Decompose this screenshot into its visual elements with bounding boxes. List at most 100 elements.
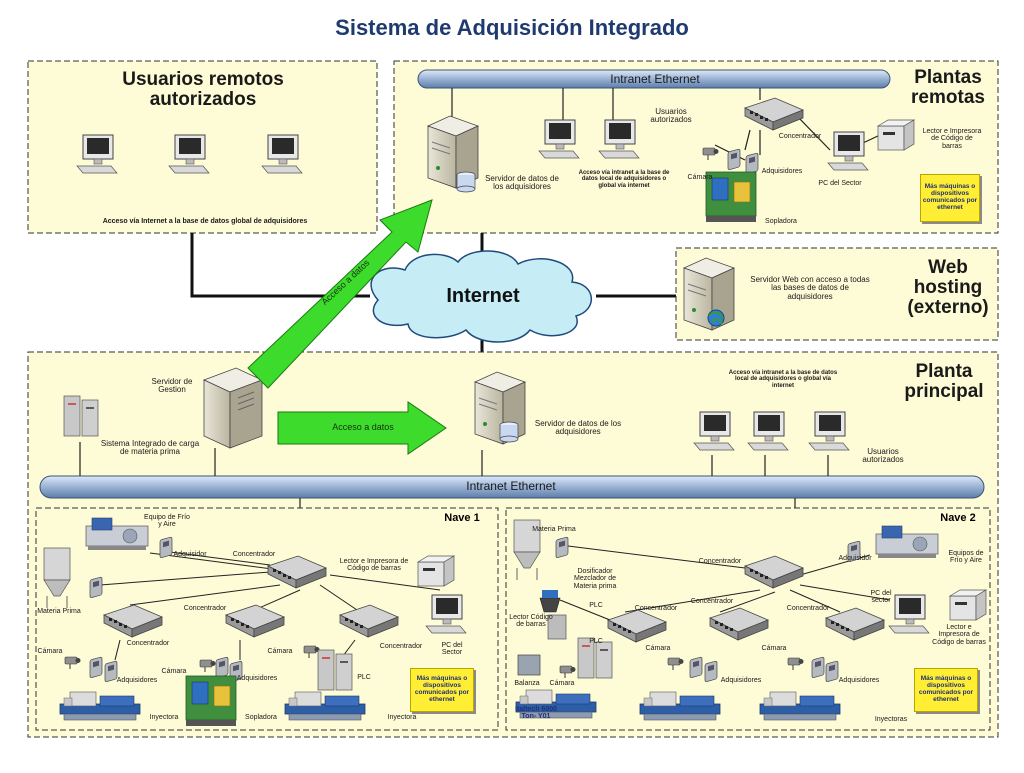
management-server-label: Servidor de Gestion bbox=[151, 377, 193, 395]
nave2-acquirers-1-label: Adquisidores bbox=[720, 677, 762, 684]
main-ethernet-label: Intranet Ethernet bbox=[466, 479, 556, 493]
remote-plant-cables bbox=[451, 88, 881, 161]
nave1-concentrator-3-label: Concentrador bbox=[126, 640, 170, 647]
nave1-concentrator-label: Concentrador bbox=[232, 551, 276, 558]
remote-plant-pc-label: PC del Sector bbox=[818, 180, 862, 187]
remote-plant-users-label: Usuarios autorizados bbox=[650, 107, 692, 125]
nave2-machine-label: Italtech 6000 Ton- Y01 bbox=[514, 706, 558, 721]
remote-pc-3 bbox=[261, 134, 303, 174]
nave2-scale-label: Balanza bbox=[514, 680, 540, 687]
remote-plant-acq-1 bbox=[727, 148, 741, 171]
main-plant-pc-1 bbox=[693, 411, 735, 451]
nave1-camera-2-label: Cámara bbox=[161, 668, 187, 675]
nave1-injector-1 bbox=[59, 691, 141, 721]
nave2-heading: Nave 2 bbox=[940, 512, 976, 524]
nave2-acquirers-2-label: Adquisidores bbox=[838, 677, 880, 684]
nave2-doser bbox=[539, 590, 561, 613]
nave2-camera-1-label: Cámara bbox=[549, 680, 575, 687]
nave2-injector-2 bbox=[759, 691, 841, 721]
access-arrow-label: Acceso a datos bbox=[332, 422, 394, 432]
nave2-acq-1 bbox=[689, 656, 703, 679]
remote-plant-access-note: Acceso vía intranet a la base de datos l… bbox=[578, 170, 670, 189]
nave2-reader-1-label: Lector Código de barras bbox=[509, 614, 553, 629]
nave1-raw-material-label: Materia Prima bbox=[37, 608, 81, 615]
main-ethernet-bus bbox=[39, 475, 985, 499]
main-plant-disk bbox=[499, 421, 519, 443]
remote-plant-printer bbox=[877, 119, 915, 151]
nave2-acq-3 bbox=[811, 656, 825, 679]
nave2-more-note: Más máquinas o dispositivos comunicados … bbox=[914, 668, 978, 712]
nave2-injector-1 bbox=[639, 691, 721, 721]
nave1-camera-1-label: Cámara bbox=[37, 648, 63, 655]
nave1-printer bbox=[417, 555, 455, 587]
nave2-plc-1-label: PLC bbox=[589, 602, 603, 609]
nave1-raw-acquirer bbox=[89, 576, 103, 599]
up-access-arrow bbox=[247, 199, 433, 389]
nave2-cold-equipment-label: Equipos de Frío y Aire bbox=[948, 550, 984, 565]
management-server bbox=[202, 367, 264, 449]
internet-cloud bbox=[370, 250, 593, 343]
nave2-printer bbox=[949, 589, 987, 621]
remote-plant-camera-label: Cámara bbox=[687, 174, 713, 181]
remote-plant-reader-label: Lector e Impresora de Código de barras bbox=[922, 128, 982, 150]
nave2-camera-3-label: Cámara bbox=[761, 645, 787, 652]
nave1-camera-3-label: Cámara bbox=[267, 648, 293, 655]
nave1-injector-1-label: Inyectora bbox=[149, 714, 179, 721]
nave2-scale bbox=[517, 654, 541, 676]
page-title: Sistema de Adquisición Integrado bbox=[335, 15, 689, 40]
load-system-label: Sistema Integrado de carga de materia pr… bbox=[100, 439, 200, 457]
main-plant-users-label: Usuarios autorizados bbox=[862, 447, 904, 465]
nave2-concentrator-3-label: Concentrador bbox=[690, 598, 734, 605]
remote-ethernet-label: Intranet Ethernet bbox=[610, 72, 700, 86]
nave1-heading: Nave 1 bbox=[444, 512, 480, 524]
nave1-acq-1 bbox=[89, 656, 103, 679]
main-plant-pc-2 bbox=[747, 411, 789, 451]
nave2-concentrator-label: Concentrador bbox=[698, 558, 742, 565]
nave2-raw-acquirer bbox=[555, 536, 569, 559]
nave1-reader-label: Lector e Impresora de Código de barras bbox=[339, 558, 409, 573]
nave2-raw-material-label: Materia Prima bbox=[532, 526, 576, 533]
nave1-blower-label: Sopladora bbox=[245, 714, 277, 721]
remote-plant-pc-2 bbox=[598, 119, 640, 159]
nave2-doser-label: Dosificador Mezclador de Materia prima bbox=[573, 568, 617, 590]
access-arrow bbox=[277, 401, 447, 455]
nave2-plc-2-label: PLC bbox=[589, 638, 603, 645]
nave2-reader-2-label: Lector e Impresora de Código de barras bbox=[932, 624, 986, 646]
nave1-injector-2 bbox=[284, 691, 366, 721]
nave1-acquirers-2-label: Adquisidores bbox=[236, 675, 278, 682]
nave1-sector-pc bbox=[425, 594, 467, 634]
remote-plant-blower-label: Sopladora bbox=[765, 218, 797, 225]
main-plant-access-note: Acceso vía intranet a la base de datos l… bbox=[728, 370, 838, 389]
remote-users-caption: Acceso vía Internet a la base de datos g… bbox=[102, 218, 308, 225]
nave1-injector-2-label: Inyectora bbox=[387, 714, 417, 721]
remote-plant-disk bbox=[456, 171, 476, 193]
remote-plant-acquirers-label: Adquisidores bbox=[761, 168, 803, 175]
remote-plants-heading: Plantas remotas bbox=[911, 67, 985, 108]
remote-plant-more-note: Más máquinas o dispositivos comunicados … bbox=[920, 174, 980, 222]
remote-plant-sector-pc bbox=[827, 131, 869, 171]
remote-ethernet-bus bbox=[417, 69, 891, 89]
remote-pc-2 bbox=[168, 134, 210, 174]
remote-users-heading: Usuarios remotos autorizados bbox=[122, 69, 284, 110]
nave1-plc-label: PLC bbox=[357, 674, 371, 681]
nave2-pc-label: PC del sector bbox=[870, 590, 892, 605]
nave1-concentrator-2-label: Concentrador bbox=[183, 605, 227, 612]
remote-pc-1 bbox=[76, 134, 118, 174]
internet-label: Internet bbox=[446, 285, 520, 307]
nave2-acquirer-label: Adquisidor bbox=[838, 555, 872, 562]
nave1-pc-label: PC del Sector bbox=[441, 642, 463, 657]
nave1-blower bbox=[185, 675, 237, 727]
nave2-concentrator-4-label: Concentrador bbox=[786, 605, 830, 612]
nave1-acquirers-1-label: Adquisidores bbox=[116, 677, 158, 684]
nave1-cold-equipment-label: Equipo de Frío y Aire bbox=[144, 514, 190, 529]
nave2-cables bbox=[559, 544, 891, 621]
nave1-concentrator-4-label: Concentrador bbox=[379, 643, 423, 650]
nave2-injectors-label: Inyectoras bbox=[874, 716, 908, 723]
web-hosting-heading: Web hosting (externo) bbox=[907, 257, 989, 318]
nave1-more-note: Más máquinas o dispositivos comunicados … bbox=[410, 668, 474, 712]
nave1-acquirer-label: Adquisidor bbox=[173, 551, 207, 558]
nave1-acq-3 bbox=[215, 656, 229, 679]
remote-plant-concentrator-label: Concentrador bbox=[778, 133, 822, 140]
